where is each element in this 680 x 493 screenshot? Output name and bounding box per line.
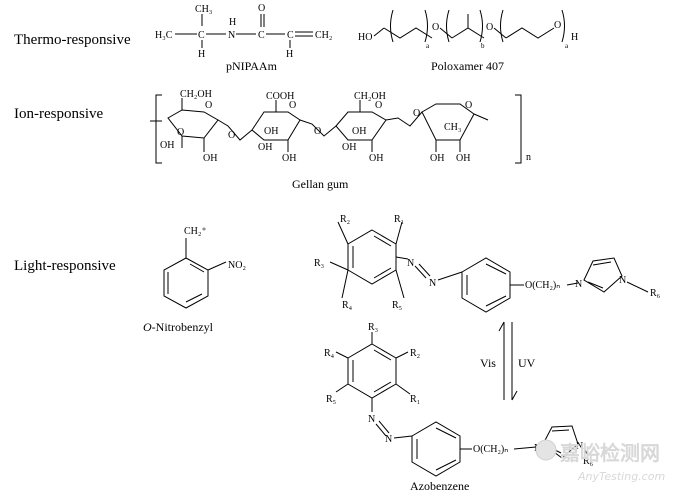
svg-text:b: b <box>481 42 485 50</box>
svg-text:N: N <box>228 30 235 41</box>
row-label-light: Light-responsive <box>14 258 116 274</box>
svg-text:CH₂OH: CH₂OH <box>180 89 212 100</box>
svg-text:N: N <box>407 258 414 269</box>
svg-text:O(CH₂)ₙ: O(CH₂)ₙ <box>473 444 508 455</box>
svg-text:R₂: R₂ <box>410 348 420 359</box>
svg-text:R₃: R₃ <box>368 322 378 333</box>
row-label-ion: Ion-responsive <box>14 106 103 122</box>
svg-text:O(CH₂)ₙ: O(CH₂)ₙ <box>525 280 560 291</box>
svg-text:COOH: COOH <box>266 91 294 102</box>
svg-text:a: a <box>565 42 569 50</box>
svg-text:O: O <box>289 100 296 111</box>
azobenzene-cis-structure: R₃ R₄ R₂ R₅ R₁ N N O(CH₂)ₙ N N R₆ Azoben… <box>324 322 594 493</box>
svg-text:N: N <box>576 441 583 452</box>
label-vis: Vis <box>480 356 496 370</box>
caption-gellan: Gellan gum <box>292 177 349 191</box>
svg-text:CH₂⁺: CH₂⁺ <box>184 226 207 237</box>
svg-text:N: N <box>368 414 375 425</box>
svg-text:O: O <box>205 100 212 111</box>
svg-text:R₆: R₆ <box>650 288 661 299</box>
svg-text:OH: OH <box>369 153 383 164</box>
caption-nitrobenzyl: O-Nitrobenzyl <box>143 320 214 334</box>
svg-text:C: C <box>258 30 265 41</box>
svg-text:OH: OH <box>203 153 217 164</box>
svg-text:O: O <box>314 126 321 137</box>
anytesting-watermark: 嘉峪检测网 AnyTesting.com <box>535 439 665 483</box>
svg-text:NO₂: NO₂ <box>228 260 246 271</box>
svg-text:OH: OH <box>456 153 470 164</box>
svg-text:CH₃: CH₃ <box>195 4 212 15</box>
svg-text:N: N <box>575 279 582 290</box>
caption-pnipaam: pNIPAAm <box>226 59 278 73</box>
svg-text:O: O <box>432 22 439 33</box>
svg-text:O: O <box>375 100 382 111</box>
gellan-gum-structure: n CH₂OH O O OH OH O COOH O OH OH OH O CH… <box>150 89 531 191</box>
svg-text:OH: OH <box>258 142 272 153</box>
svg-text:C: C <box>287 30 294 41</box>
svg-text:CH₃: CH₃ <box>444 122 461 133</box>
svg-text:R₆: R₆ <box>583 456 594 467</box>
photoisomerization-arrows: Vis UV <box>480 321 536 401</box>
pnipaam-structure: H₃C C CH₃ H H N C O C H CH₂ pNIPAAm <box>155 3 332 73</box>
svg-text:R₁: R₁ <box>410 394 420 405</box>
svg-text:H₃C: H₃C <box>155 30 173 41</box>
svg-text:O: O <box>228 130 235 141</box>
svg-text:n: n <box>526 152 531 163</box>
svg-text:O: O <box>177 127 184 138</box>
svg-text:H: H <box>198 49 205 60</box>
svg-text:OH: OH <box>430 153 444 164</box>
o-nitrobenzyl-structure: CH₂⁺ NO₂ O-Nitrobenzyl <box>143 226 246 334</box>
svg-text:N: N <box>385 434 392 445</box>
svg-text:H: H <box>229 17 236 28</box>
svg-text:OH: OH <box>282 153 296 164</box>
svg-text:H: H <box>286 49 293 60</box>
svg-text:C: C <box>198 30 205 41</box>
svg-text:O: O <box>258 3 265 14</box>
azobenzene-trans-structure: R₂ R₁ R₃ R₄ R₅ N N O(CH₂)ₙ N N R₆ <box>314 214 661 313</box>
svg-text:O: O <box>413 108 420 119</box>
row-label-thermo: Thermo-responsive <box>14 32 131 48</box>
svg-text:R₁: R₁ <box>394 214 404 225</box>
svg-text:OH: OH <box>264 126 278 137</box>
svg-text:CH₂: CH₂ <box>315 30 332 41</box>
svg-text:O: O <box>486 22 493 33</box>
svg-text:R₄: R₄ <box>342 300 353 311</box>
svg-text:R₂: R₂ <box>340 214 350 225</box>
svg-text:OH: OH <box>342 142 356 153</box>
watermark-en: AnyTesting.com <box>577 470 665 483</box>
svg-text:HO: HO <box>358 32 372 43</box>
svg-text:R₅: R₅ <box>392 300 402 311</box>
svg-text:a: a <box>426 42 430 50</box>
poloxamer-structure: HO a O b O O a H Poloxamer 407 <box>358 9 578 73</box>
svg-text:R₃: R₃ <box>314 258 324 269</box>
svg-text:R₄: R₄ <box>324 348 335 359</box>
label-uv: UV <box>518 356 536 370</box>
svg-text:N: N <box>429 278 436 289</box>
svg-text:OH: OH <box>160 140 174 151</box>
watermark-cn: 嘉峪检测网 <box>559 441 660 465</box>
svg-text:OH: OH <box>352 126 366 137</box>
svg-text:R₅: R₅ <box>326 394 336 405</box>
svg-text:O: O <box>465 100 472 111</box>
svg-text:N: N <box>619 275 626 286</box>
svg-text:H: H <box>571 32 578 43</box>
svg-text:O: O <box>554 20 561 31</box>
svg-text:CH₂OH: CH₂OH <box>354 91 386 102</box>
caption-azobenzene: Azobenzene <box>410 479 469 493</box>
caption-poloxamer: Poloxamer 407 <box>431 59 504 73</box>
